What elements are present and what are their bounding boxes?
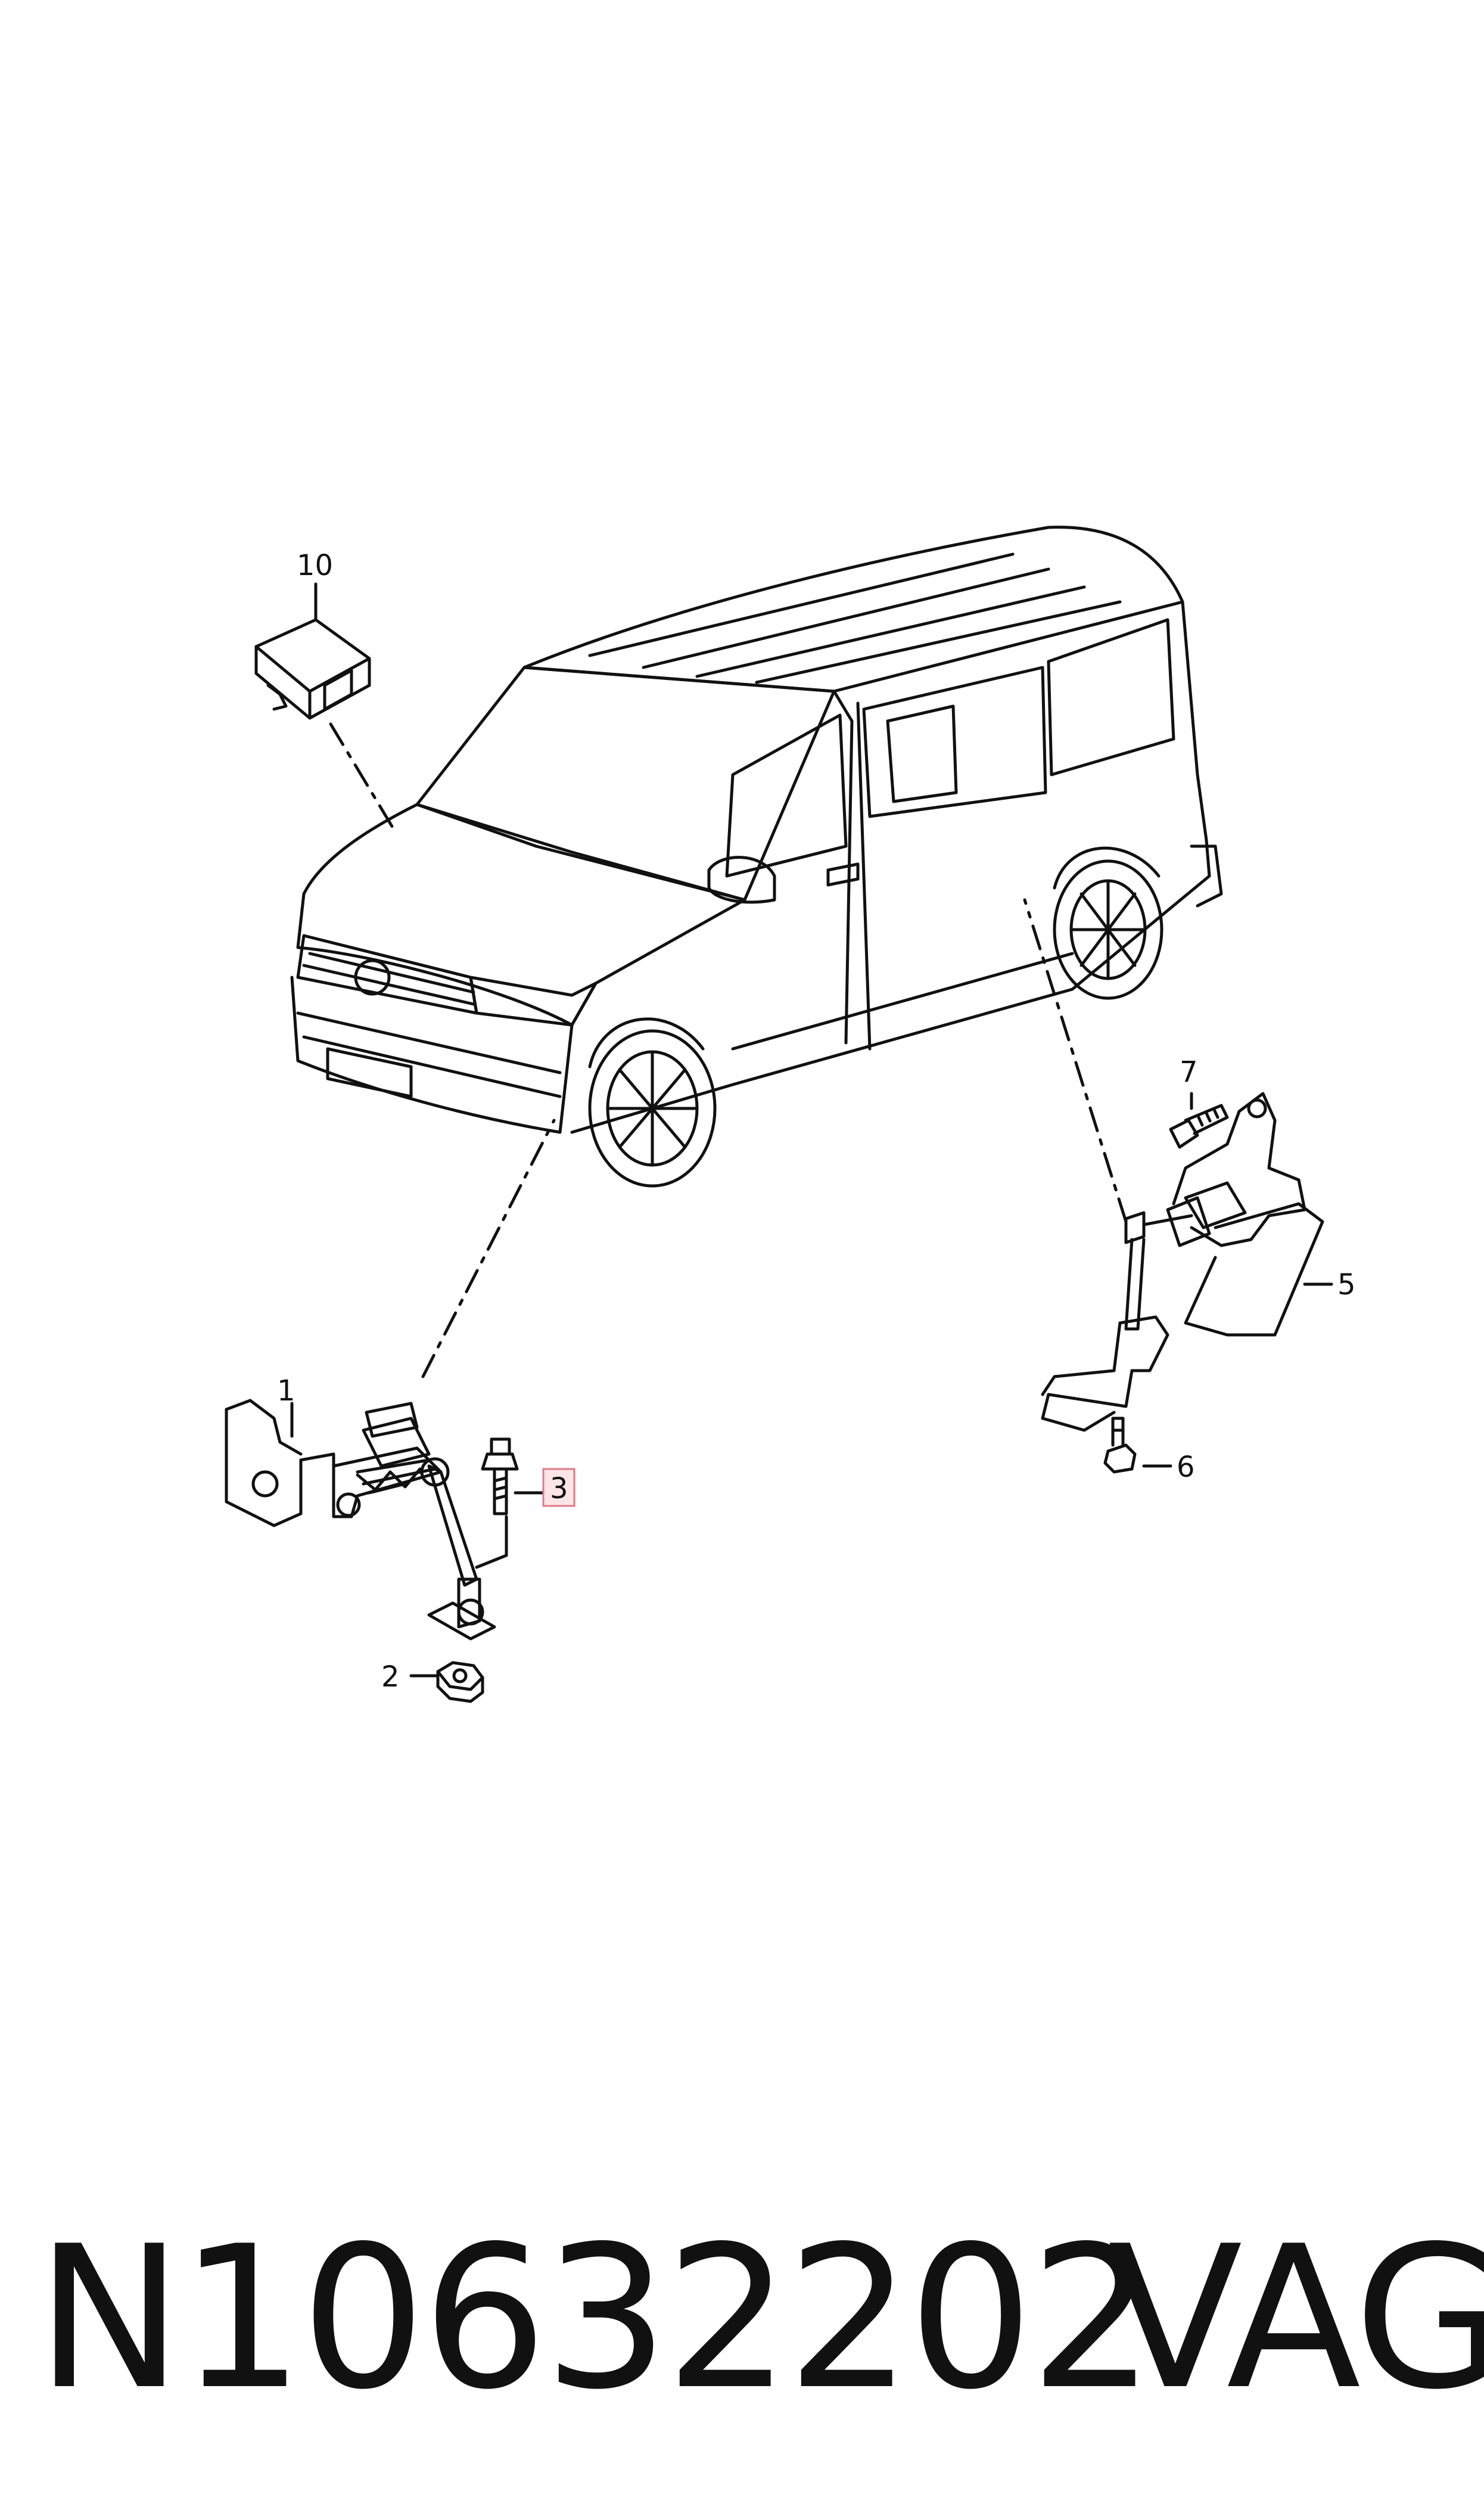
part-10-control-module bbox=[254, 582, 371, 720]
part-7-bolt bbox=[1169, 1104, 1229, 1149]
callout-3: 3 bbox=[550, 1472, 568, 1505]
callout-6: 6 bbox=[1177, 1450, 1195, 1484]
van-illustration bbox=[290, 526, 1223, 1188]
callout-2: 2 bbox=[381, 1660, 400, 1694]
callout-3-line-b bbox=[475, 1515, 508, 1569]
brand-label: VAG bbox=[1108, 2204, 1484, 2433]
leader-10 bbox=[329, 722, 395, 830]
leader-1-to-van bbox=[421, 1119, 556, 1378]
callout-10: 10 bbox=[297, 549, 333, 582]
part-6-bolt bbox=[1103, 1417, 1137, 1474]
callout-3-highlight bbox=[542, 1468, 575, 1507]
leader-5-to-van bbox=[1023, 898, 1128, 1223]
callout-1: 1 bbox=[277, 1374, 295, 1408]
callout-5: 5 bbox=[1337, 1268, 1356, 1302]
part-5-rear-level-sensor bbox=[1041, 1092, 1324, 1432]
footer: N10632202 VAG bbox=[36, 2204, 1484, 2433]
part-number: N10632202 bbox=[36, 2204, 1155, 2433]
part-2-nut bbox=[436, 1661, 484, 1703]
callout-7: 7 bbox=[1180, 1055, 1198, 1089]
part-1-front-level-sensor bbox=[225, 1399, 496, 1641]
part-3-bolt bbox=[481, 1437, 519, 1515]
